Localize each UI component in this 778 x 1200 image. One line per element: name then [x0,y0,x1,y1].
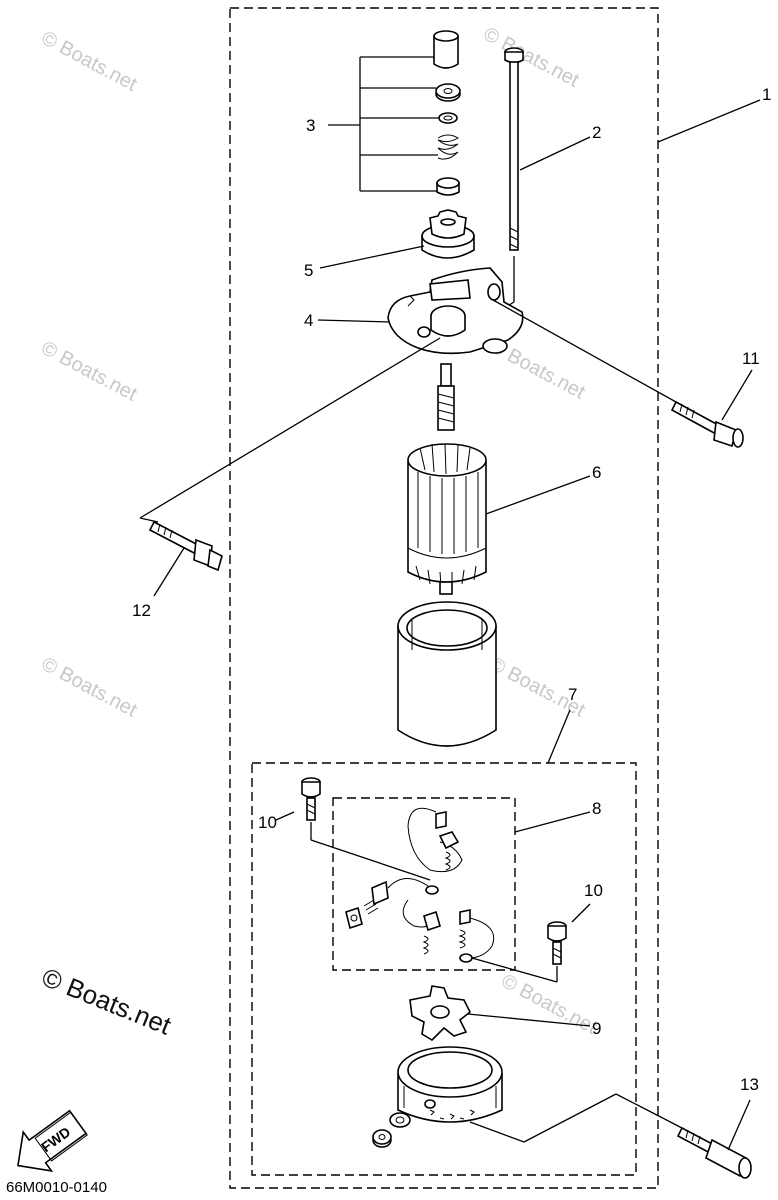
leader-line [139,337,441,519]
callout-2[interactable]: 2 [592,123,601,142]
leader-line [523,1093,617,1143]
callout-7[interactable]: 7 [568,685,577,704]
callout-8[interactable]: 8 [592,799,601,818]
callout-10-left[interactable]: 10 [258,813,277,832]
part-2-through-bolt [483,47,591,321]
watermark: © Boats.net [480,23,583,92]
part-6-armature [407,363,591,595]
callout-11[interactable]: 11 [742,349,760,368]
callout-5[interactable]: 5 [304,261,313,280]
callout-3[interactable]: 3 [306,116,315,135]
callout-1[interactable]: 1 [762,85,771,104]
callout-12[interactable]: 12 [132,601,151,620]
part-9-brush-holder [409,985,591,1042]
part-11-bolt [670,369,753,448]
copyright-watermark: © Boats.net [38,962,176,1041]
part-8-brush-set [345,807,591,963]
callout-13[interactable]: 13 [740,1075,759,1094]
assembly-boundary [229,7,659,1189]
callout-9[interactable]: 9 [592,1019,601,1038]
part-10-screw-left [275,777,431,881]
leader-line [469,1121,525,1143]
leader-line [139,517,159,523]
brush-kit-boundary [251,762,637,1176]
yoke-housing [397,601,497,747]
part-5-pinion-gear [319,209,475,269]
callout-10-right[interactable]: 10 [584,881,603,900]
watermark: © Boats.net [38,653,141,722]
callout-6[interactable]: 6 [592,463,601,482]
leader-line [492,299,677,403]
leader-line [547,709,571,764]
diagram-code: 66M0010-0140 [6,1179,107,1196]
part-3-pinion-hardware [328,30,461,196]
callouts: 1 2 3 5 4 11 6 12 7 8 10 10 9 13 [132,85,771,1094]
part-10-screw-right [471,903,591,983]
fwd-arrow-icon: FWD [17,1109,88,1172]
part-4-front-bracket [317,267,524,355]
brush-set-boundary [332,797,516,971]
watermark: © Boats.net [38,27,141,96]
leader-line [657,99,761,143]
watermark: © Boats.net [38,337,141,406]
leader-line [615,1093,683,1129]
callout-4[interactable]: 4 [304,311,313,330]
part-12-stud-bolt [148,520,223,597]
rear-cover [372,1046,503,1148]
part-13-bolt [676,1099,752,1179]
